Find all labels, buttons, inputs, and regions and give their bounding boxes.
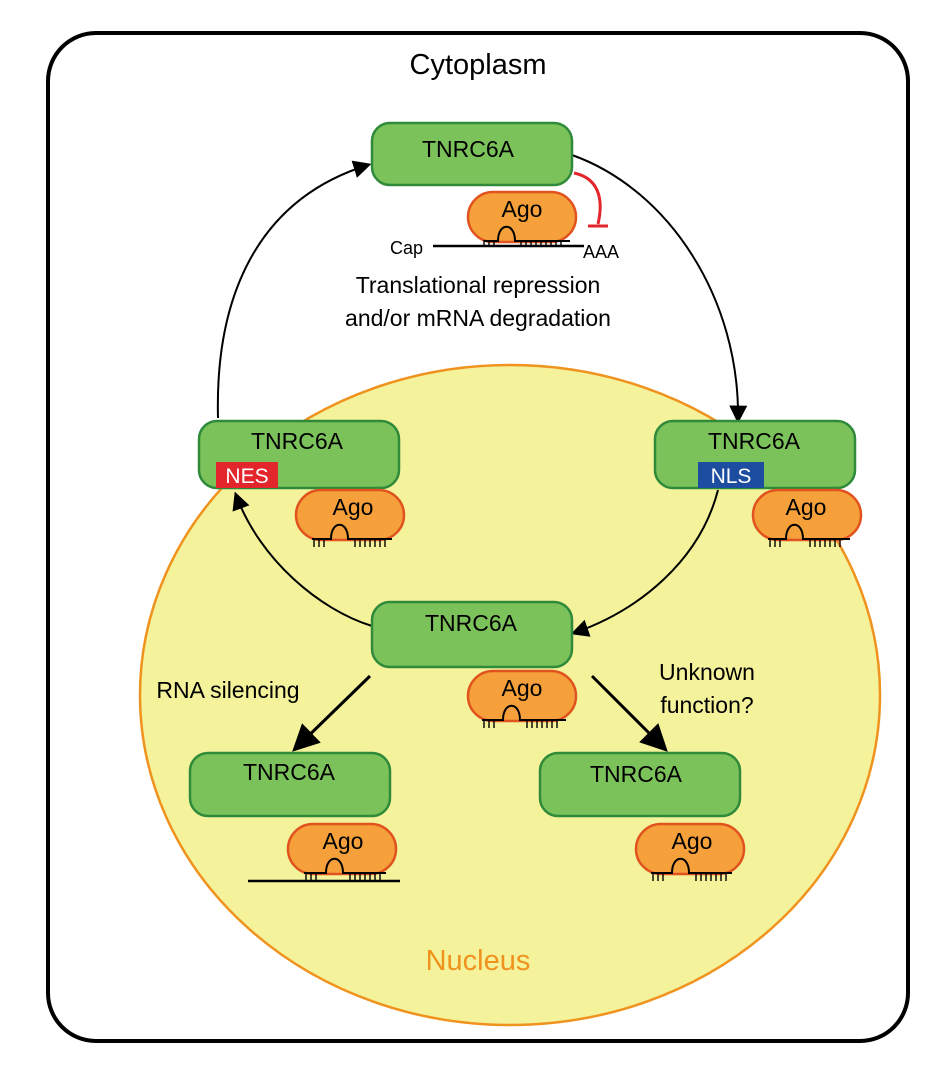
mirna-top [484,225,570,242]
tnrc6a-bottom-right-label: TNRC6A [590,761,683,787]
ago-left-label: Ago [333,494,374,520]
mirna-center [482,704,566,721]
polya-label: AAA [583,242,619,262]
nes-box [216,462,278,488]
nls-box [698,462,764,488]
tnrc6a-bottom-left [188,751,392,818]
rna-silencing-label: RNA silencing [156,677,299,703]
nes-label: NES [225,465,268,488]
mirna-bottom-left [304,857,386,874]
basepairs-left [313,539,386,547]
tnrc6a-bottom-left-label: TNRC6A [243,759,336,785]
arrow-top-to-right [571,154,748,424]
ago-center-label: Ago [502,675,543,701]
arrow-right-to-center [570,489,719,637]
tnrc6a-top-label: TNRC6A [422,136,515,162]
tnrc6a-right-label: TNRC6A [708,428,801,454]
inhibition-arrow [573,171,602,225]
arrow-to-rna-silencing [292,674,372,752]
mirna-right [768,523,850,540]
basepairs-right [769,539,841,547]
ago-bottom-right-label: Ago [672,828,713,854]
nucleus-label: Nucleus [426,945,531,977]
arrow-left-to-top [216,160,372,419]
arrow-center-to-left [232,491,373,627]
mirna-bottom-right [651,857,732,874]
cap-label: Cap [390,238,423,258]
basepairs-center [483,720,558,728]
basepairs-bottom-right [652,873,727,881]
tnrc6a-center-label: TNRC6A [425,610,518,636]
unknown-function-line1: Unknown [659,659,755,685]
basepairs-bottom-left [305,873,381,881]
ago-bottom-left-label: Ago [323,828,364,854]
tnrc6a-center [370,600,574,669]
arrow-to-unknown [590,674,668,752]
tnrc6a-bottom-right [538,751,742,818]
repression-note-line1: Translational repression [356,272,601,298]
ago-right-label: Ago [786,494,827,520]
tnrc6a-top [370,121,574,187]
repression-note-line2: and/or mRNA degradation [345,305,611,331]
unknown-function-line2: function? [660,692,753,718]
cytoplasm-label: Cytoplasm [410,49,547,81]
tnrc6a-left-label: TNRC6A [251,428,344,454]
mirna-left [312,523,392,540]
ago-top-label: Ago [502,196,543,222]
basepairs-top [483,240,562,247]
nls-label: NLS [711,465,752,488]
